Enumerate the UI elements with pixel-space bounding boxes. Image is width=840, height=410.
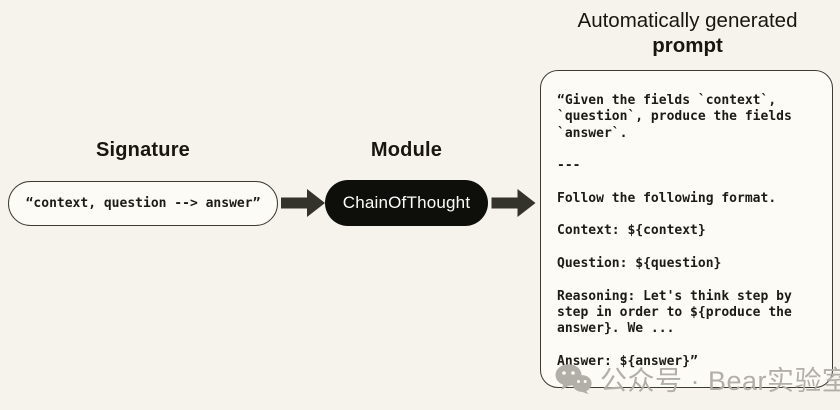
generated-prompt-title-line1: Automatically generated	[577, 9, 798, 32]
generated-prompt-title: Automatically generated prompt	[540, 8, 835, 58]
watermark-label: 公众号 · Bear实验室	[600, 366, 840, 396]
module-heading: Module	[370, 139, 443, 161]
module-value: ChainOfThought	[342, 193, 471, 212]
signature-heading: Signature	[95, 139, 191, 161]
generated-prompt-text: “Given the fields `context`, `question`,…	[557, 93, 792, 369]
wechat-icon	[555, 363, 592, 394]
module-box: ChainOfThought	[325, 180, 488, 226]
arrow-right-icon	[491, 189, 536, 217]
watermark: 公众号 · Bear实验室	[555, 359, 840, 398]
signature-value: “context, question --> answer”	[25, 196, 261, 211]
generated-prompt-box: “Given the fields `context`, `question`,…	[540, 70, 833, 388]
arrow-right-icon	[281, 189, 325, 217]
signature-box: “context, question --> answer”	[8, 181, 278, 226]
generated-prompt-title-line2: prompt	[652, 34, 723, 57]
